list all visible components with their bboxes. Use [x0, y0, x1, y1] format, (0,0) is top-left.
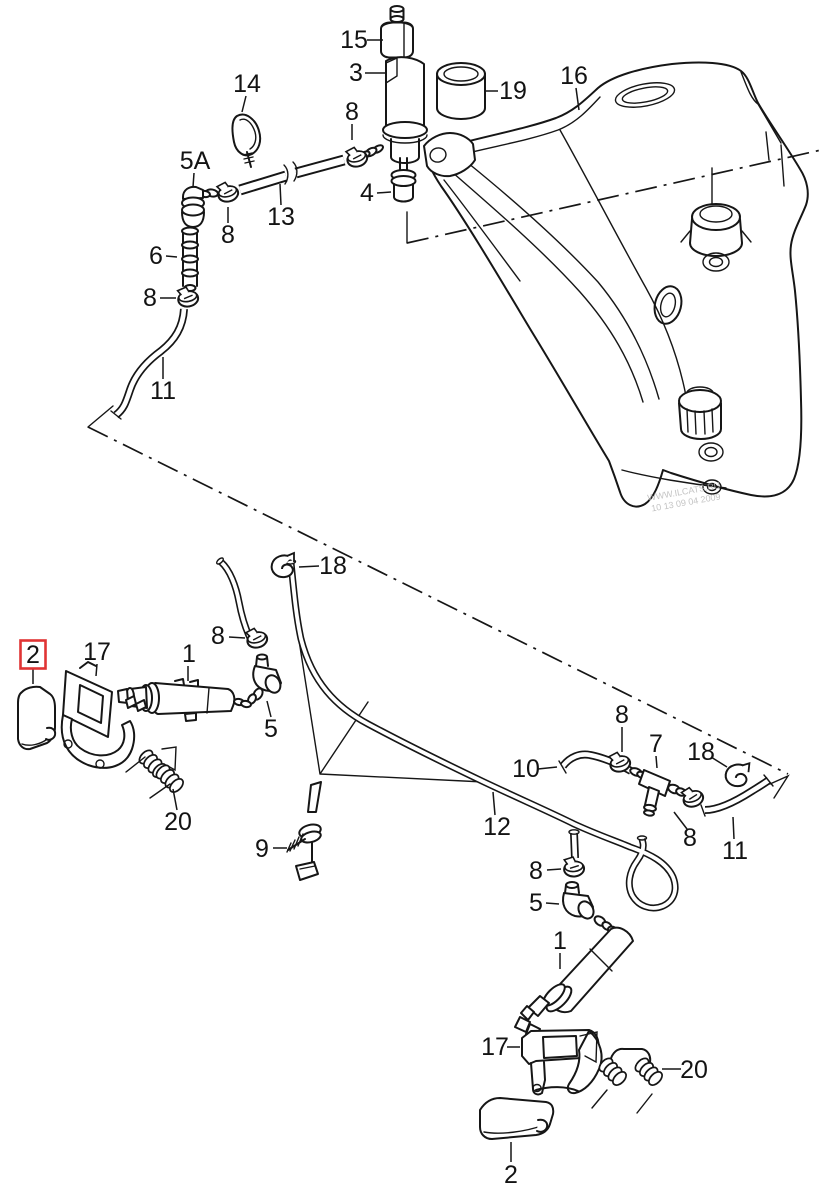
section-boundary-lines [87, 149, 821, 799]
callout-part-8-9[interactable]: 8 [221, 221, 235, 249]
callout-part-14-5[interactable]: 14 [233, 70, 261, 98]
callout-part-16-3[interactable]: 16 [560, 62, 588, 90]
elbow-5A [181, 185, 219, 228]
leader-line-10 [537, 766, 558, 770]
leader-line-7 [655, 755, 658, 769]
leader-line-5 [545, 902, 560, 905]
callout-part-1-30[interactable]: 1 [553, 927, 567, 955]
callout-part-2-33[interactable]: 2 [504, 1161, 518, 1189]
callout-part-6-10[interactable]: 6 [149, 242, 163, 270]
bracket-17 [521, 1029, 603, 1096]
pump-3-body [359, 56, 428, 164]
grommet-4 [390, 157, 417, 203]
leader-line-11 [732, 816, 735, 840]
clamp-8 [214, 178, 241, 205]
callout-part-18-17[interactable]: 18 [319, 552, 347, 580]
leader-line-18 [298, 565, 320, 568]
bracket-17 [60, 661, 136, 769]
washer-fluid-reservoir-16 [423, 61, 809, 508]
callout-part-15-0[interactable]: 15 [340, 26, 368, 54]
elbow-5 [562, 881, 613, 932]
clamp-8 [343, 143, 370, 170]
leader-line-8 [673, 811, 688, 830]
callout-part-8-28[interactable]: 8 [529, 857, 543, 885]
callout-part-4-6[interactable]: 4 [360, 179, 374, 207]
springs-20 [125, 746, 187, 799]
front-left-washer-assembly [17, 557, 322, 881]
leader-line-8 [228, 636, 246, 639]
pump-cap-15 [380, 5, 414, 59]
reservoir-mount-ear [423, 132, 476, 178]
callout-part-2-13[interactable]: 2 [26, 641, 40, 669]
callout-part-3-1[interactable]: 3 [349, 59, 363, 87]
cable-tie-14 [231, 113, 262, 168]
callout-part-8-4[interactable]: 8 [345, 98, 359, 126]
leader-line-12 [492, 791, 496, 816]
callout-part-12-22[interactable]: 12 [483, 813, 511, 841]
callout-part-17-31[interactable]: 17 [481, 1033, 509, 1061]
elbow-5 [247, 653, 282, 705]
callout-part-18-25[interactable]: 18 [687, 738, 715, 766]
reservoir-pump-cap [678, 386, 724, 495]
callout-part-19-2[interactable]: 19 [499, 77, 527, 105]
leader-line-8 [546, 868, 562, 871]
callout-part-8-23[interactable]: 8 [615, 701, 629, 729]
routing-pointer-lines [297, 633, 485, 783]
callout-part-17-14[interactable]: 17 [83, 638, 111, 666]
callout-part-9-20[interactable]: 9 [255, 835, 269, 863]
front-right-washer-assembly [479, 829, 666, 1140]
callout-part-8-26[interactable]: 8 [683, 824, 697, 852]
bushing-19 [436, 62, 486, 120]
callout-part-11-27[interactable]: 11 [722, 837, 748, 865]
clamp-8 [562, 855, 586, 879]
leader-line-16 [575, 87, 580, 111]
hose-line-13-assembly [110, 113, 370, 420]
tee-7 [629, 767, 687, 817]
washer-jet-pump-1 [117, 678, 252, 722]
cover-cap-2 [17, 685, 57, 751]
callout-part-5-18[interactable]: 5 [264, 715, 278, 743]
callout-part-7-24[interactable]: 7 [649, 730, 663, 758]
callout-part-5A-7[interactable]: 5A [180, 147, 211, 175]
screw-9 [286, 781, 322, 881]
leader-line-5 [266, 700, 272, 718]
leader-line-13 [279, 183, 282, 206]
connector-6 [181, 226, 199, 292]
springs-20 [579, 1031, 666, 1114]
callout-part-1-15[interactable]: 1 [182, 640, 196, 668]
tee-connector-7-assembly [558, 748, 774, 817]
callout-part-5-29[interactable]: 5 [529, 889, 543, 917]
cover-cap-2 [479, 1097, 555, 1140]
hose-break-mark [283, 161, 298, 185]
leader-line-6 [165, 255, 178, 258]
hose-12 [285, 559, 679, 912]
leader-line-18 [710, 756, 728, 768]
callout-part-13-8[interactable]: 13 [267, 203, 295, 231]
callout-part-20-19[interactable]: 20 [164, 808, 192, 836]
callout-part-10-21[interactable]: 10 [512, 755, 540, 783]
callout-part-8-11[interactable]: 8 [143, 284, 157, 312]
clip-18 [723, 759, 751, 789]
highlight-box-part-2[interactable] [19, 639, 47, 670]
callout-part-8-16[interactable]: 8 [211, 622, 225, 650]
callout-part-11-12[interactable]: 11 [150, 377, 176, 405]
washer-pump-3-assembly [359, 5, 486, 203]
leader-line-14 [241, 95, 247, 113]
leader-line-20 [172, 788, 178, 811]
washer-jet-pump-1 [514, 925, 634, 1040]
leader-line-5A [192, 172, 195, 188]
leader-line-17 [95, 663, 98, 677]
clip-18 [270, 552, 295, 579]
leader-line-4 [376, 191, 392, 194]
callout-part-20-32[interactable]: 20 [680, 1056, 708, 1084]
reservoir-mount-boss [680, 167, 752, 272]
